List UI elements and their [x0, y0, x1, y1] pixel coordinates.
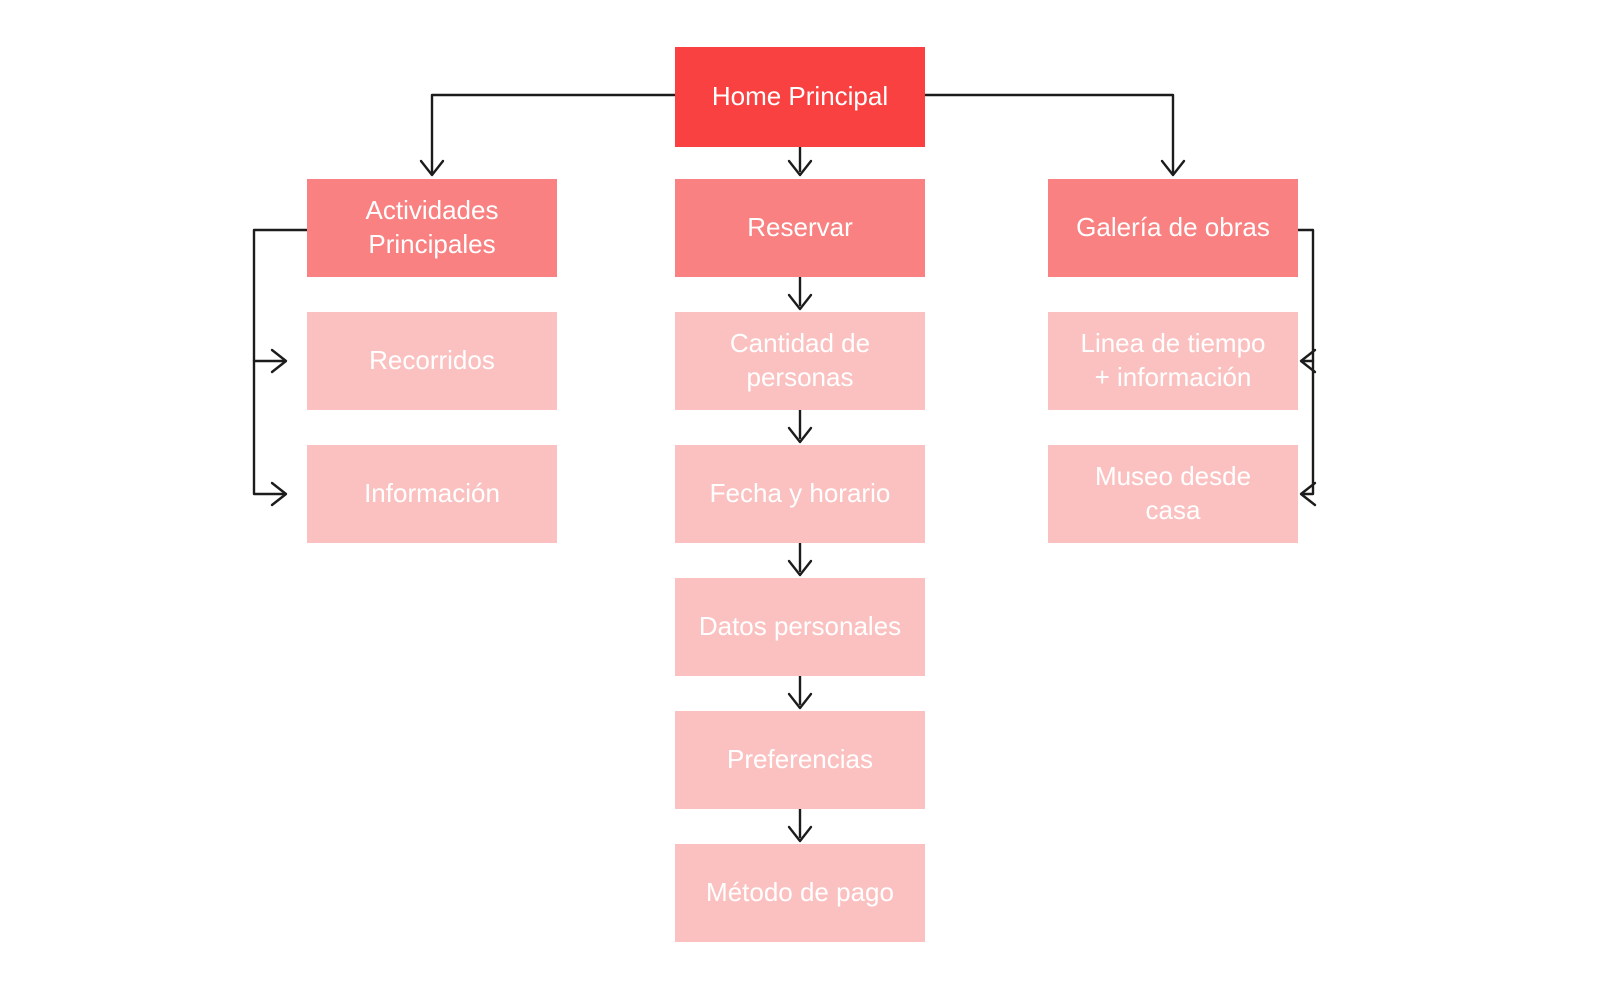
- node-datos-personales: Datos personales: [675, 578, 925, 676]
- node-label: Preferencias: [727, 744, 873, 775]
- node-label: Recorridos: [369, 345, 495, 376]
- node-linea-de-tiempo-informacion: Linea de tiempo + información: [1048, 312, 1298, 410]
- node-cantidad-de-personas: Cantidad de personas: [675, 312, 925, 410]
- node-home-principal: Home Principal: [675, 47, 925, 147]
- node-label: Método de pago: [706, 877, 894, 908]
- node-label: Galería de obras: [1076, 212, 1270, 243]
- node-metodo-de-pago: Método de pago: [675, 844, 925, 942]
- edge-galeria-museo: [1299, 359, 1317, 507]
- node-label: Datos personales: [698, 611, 902, 642]
- edge-home-actividades: [419, 93, 677, 177]
- node-label: Cantidad de personas: [729, 328, 871, 392]
- edge-actividades-recorridos: [252, 228, 309, 374]
- node-label: Home Principal: [711, 81, 889, 112]
- node-museo-desde-casa: Museo desde casa: [1048, 445, 1298, 543]
- node-label: Fecha y horario: [709, 478, 891, 509]
- node-label: Reservar: [747, 212, 853, 243]
- node-preferencias: Preferencias: [675, 711, 925, 809]
- edge-preferencias-metodo: [787, 807, 813, 843]
- node-label: Información: [364, 478, 500, 509]
- node-label: Linea de tiempo + información: [1080, 328, 1266, 392]
- edge-datos-preferencias: [787, 674, 813, 710]
- node-informacion: Información: [307, 445, 557, 543]
- node-label: Museo desde casa: [1094, 461, 1252, 525]
- node-actividades-principales: Actividades Principales: [307, 179, 557, 277]
- edge-cantidad-fecha: [787, 408, 813, 444]
- node-fecha-y-horario: Fecha y horario: [675, 445, 925, 543]
- edge-fecha-datos: [787, 541, 813, 577]
- edge-actividades-informacion: [252, 359, 288, 507]
- node-galeria-de-obras: Galería de obras: [1048, 179, 1298, 277]
- node-recorridos: Recorridos: [307, 312, 557, 410]
- node-label: Actividades Principales: [365, 195, 499, 259]
- edge-home-galeria: [923, 93, 1186, 177]
- node-reservar: Reservar: [675, 179, 925, 277]
- edge-galeria-linea: [1296, 228, 1317, 374]
- edge-reservar-cantidad: [787, 275, 813, 311]
- edge-home-reservar: [787, 145, 813, 177]
